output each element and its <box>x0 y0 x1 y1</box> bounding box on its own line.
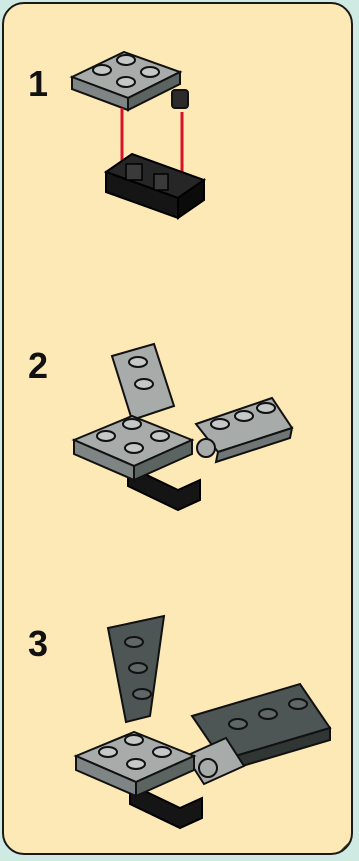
step-number: 3 <box>28 626 48 662</box>
step-2: 2 <box>4 284 351 564</box>
step-1: 1 <box>4 4 351 284</box>
instruction-panel: 1 <box>2 2 353 855</box>
page-curl-icon <box>337 841 349 853</box>
wing-assembly-gray-icon <box>68 316 298 516</box>
step-number: 1 <box>28 66 48 102</box>
step-3: 3 <box>4 564 351 855</box>
plate-onto-hinge-brick-icon <box>62 32 222 232</box>
wing-assembly-dark-icon <box>68 588 338 838</box>
step-number: 2 <box>28 348 48 384</box>
